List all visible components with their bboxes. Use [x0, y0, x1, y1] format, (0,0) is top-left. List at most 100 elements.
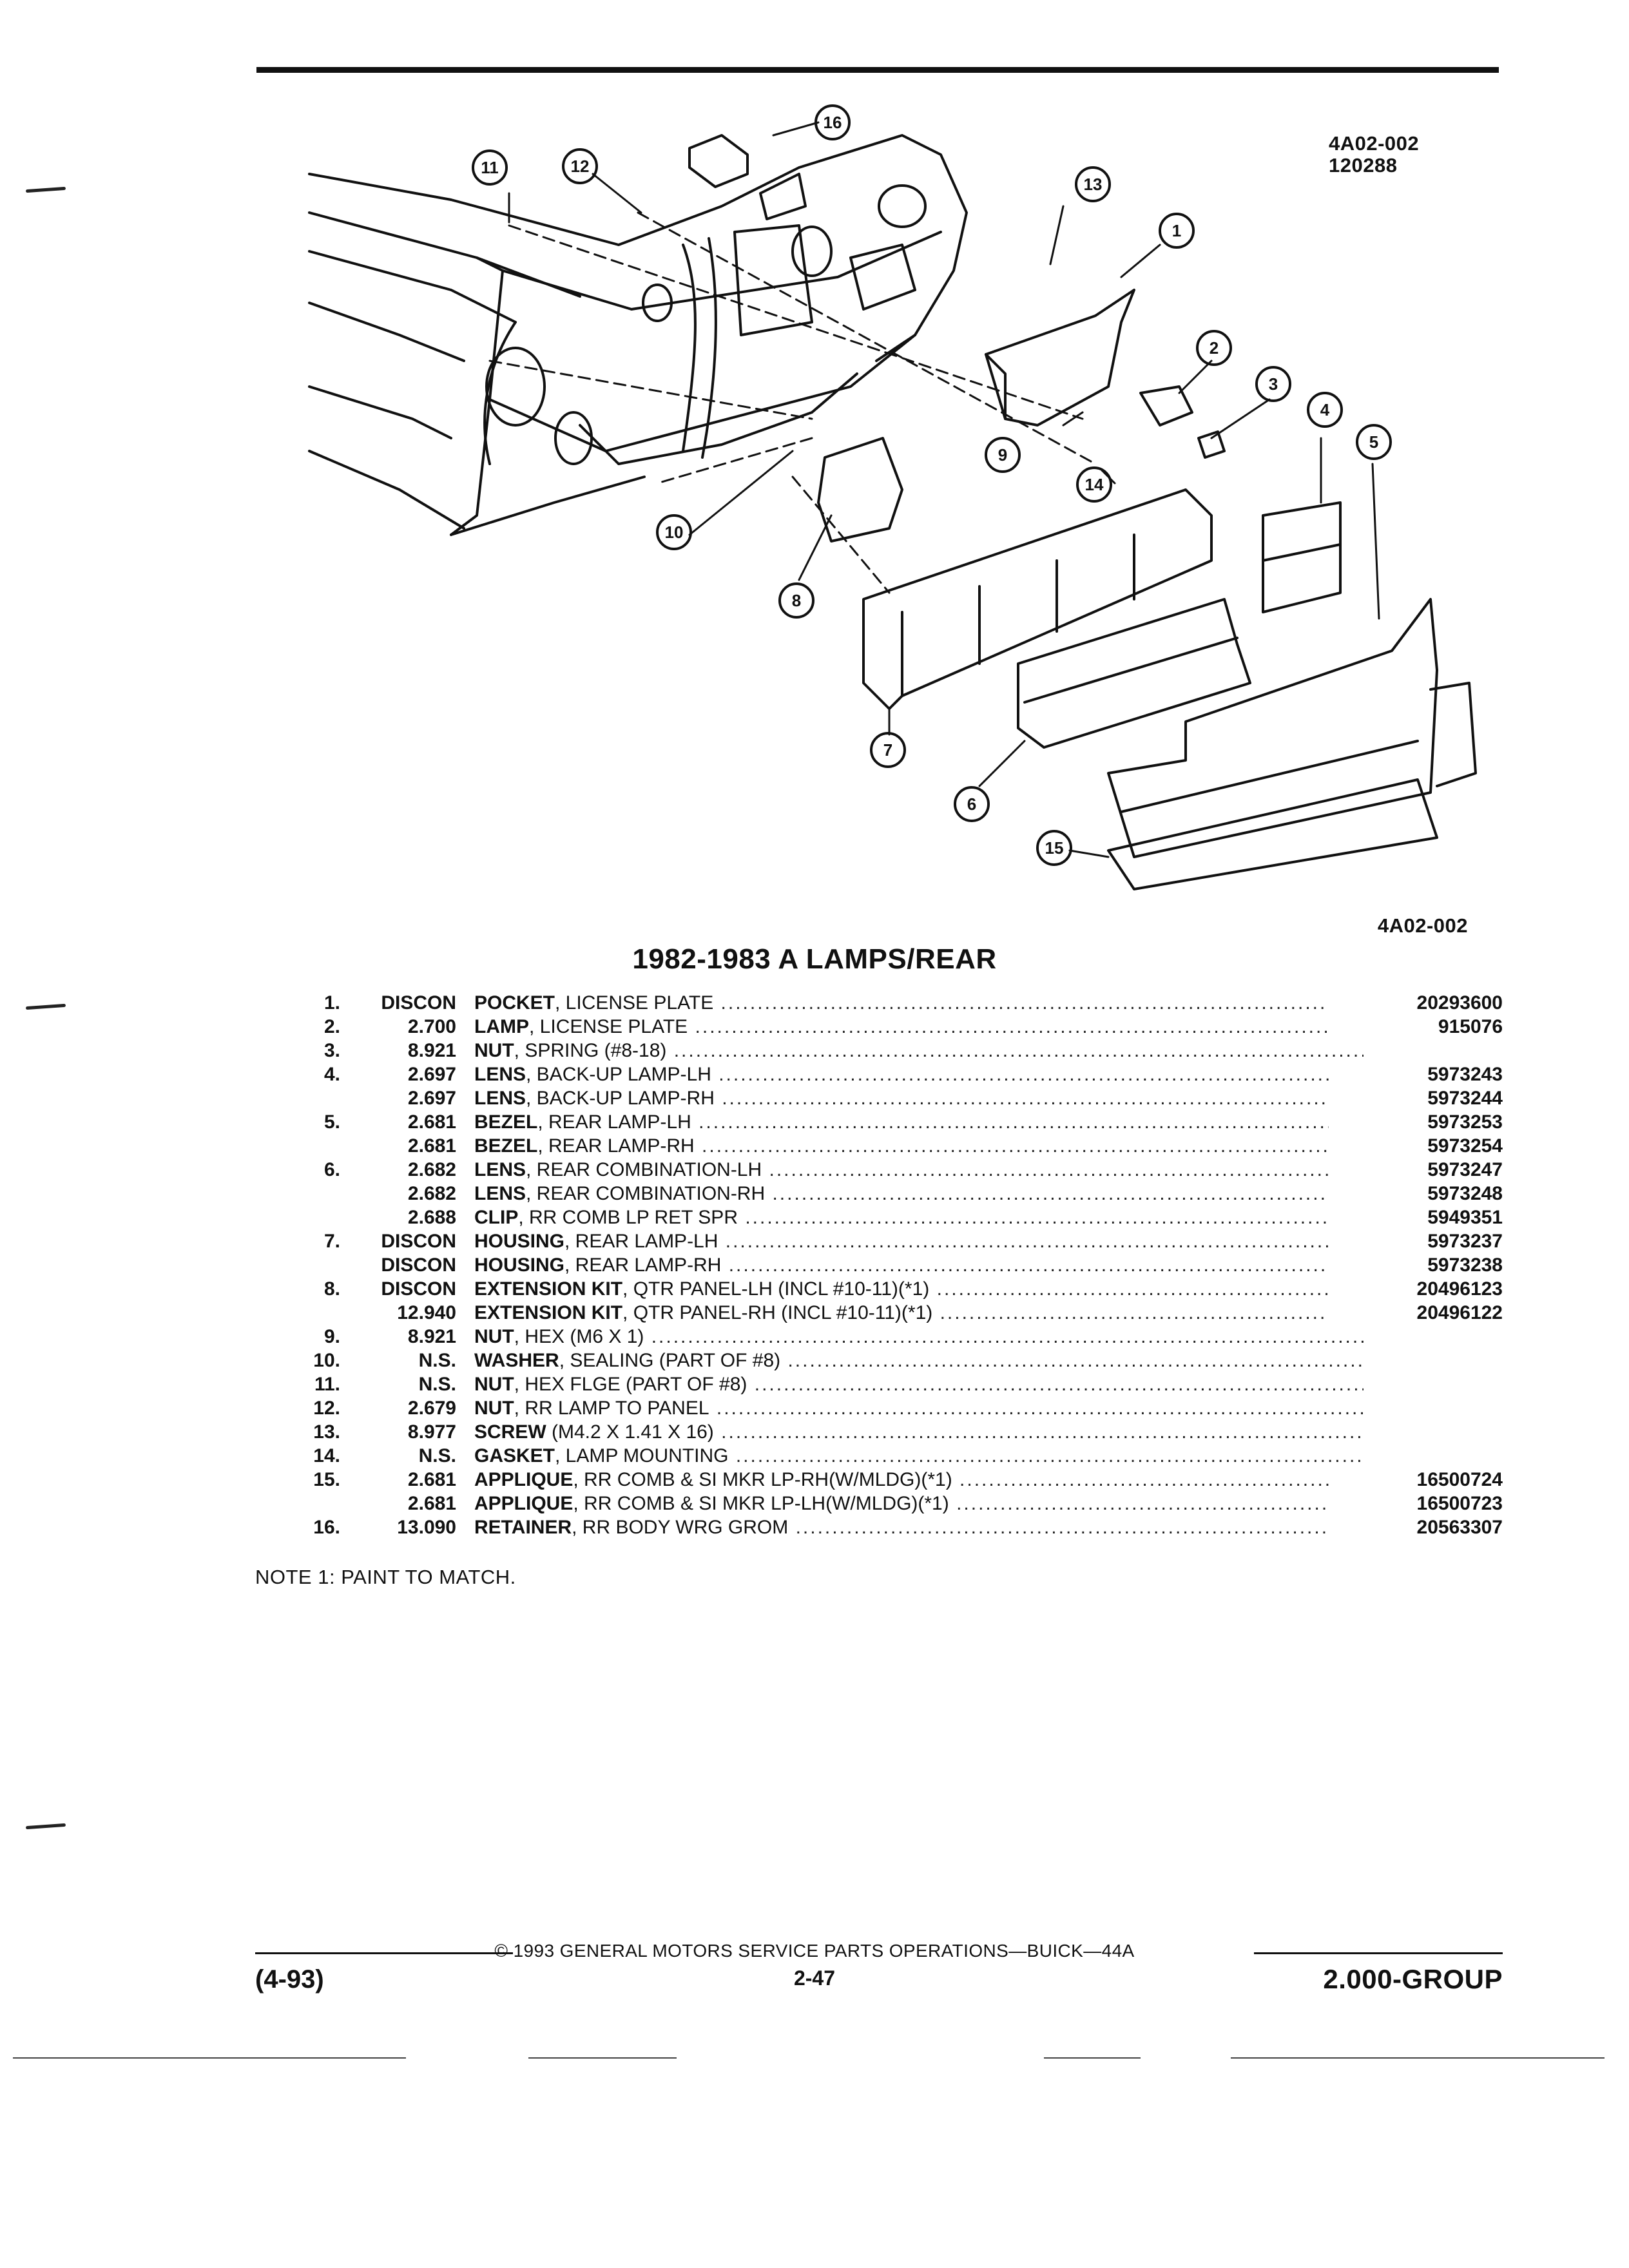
- figure-code-bottom: 4A02-002: [1377, 914, 1468, 937]
- part-detail: , BACK-UP LAMP-RH: [526, 1088, 715, 1109]
- group-number: 2.697: [407, 1064, 456, 1085]
- part-number: 5973253: [1329, 1110, 1503, 1134]
- license-pocket-part-1: [985, 289, 1135, 427]
- bottom-rule: [13, 2057, 406, 2059]
- callout-7: 7: [883, 740, 892, 760]
- group-number: 8.921: [407, 1040, 456, 1061]
- part-number: 915076: [1329, 1015, 1503, 1039]
- item-number: 6.: [323, 1159, 340, 1180]
- part-description: LENS, REAR COMBINATION-LH ..............…: [474, 1158, 1364, 1182]
- dot-leader: ........................................…: [721, 1421, 1364, 1443]
- callout-leaders: [508, 121, 1380, 858]
- dot-leader: ........................................…: [769, 1159, 1364, 1180]
- part-detail: , HEX (M6 X 1): [514, 1326, 644, 1347]
- footer-rule-left: [255, 1952, 513, 1954]
- footer-rule-right: [1254, 1952, 1503, 1954]
- part-description: WASHER, SEALING (PART OF #8) ...........…: [474, 1349, 1364, 1372]
- item-number: 9.: [323, 1326, 340, 1347]
- dot-leader: ........................................…: [787, 1350, 1364, 1371]
- top-rule: [256, 67, 1499, 73]
- part-name: HOUSING: [474, 1231, 565, 1252]
- dot-leader: ........................................…: [754, 1374, 1364, 1395]
- parts-list-title: 1982-1983 A LAMPS/REAR: [632, 943, 997, 975]
- group-number: 2.681: [407, 1469, 456, 1490]
- part-number: 5973237: [1329, 1229, 1503, 1253]
- item-number: 16.: [313, 1517, 340, 1538]
- part-detail: , SPRING (#8-18): [514, 1040, 667, 1061]
- part-name: BEZEL: [474, 1135, 538, 1157]
- part-detail: , SEALING (PART OF #8): [559, 1350, 781, 1371]
- group-number: DISCON: [381, 1254, 456, 1276]
- part-number: 5973248: [1329, 1182, 1503, 1206]
- part-description: NUT, HEX FLGE (PART OF #8) .............…: [474, 1372, 1364, 1396]
- part-detail: , RR COMB & SI MKR LP-LH(W/MLDG)(*1): [573, 1493, 949, 1514]
- part-name: WASHER: [474, 1350, 559, 1371]
- group-number: 8.921: [407, 1326, 456, 1347]
- group-number: 2.688: [407, 1207, 456, 1228]
- part-detail: , QTR PANEL-RH (INCL #10-11)(*1): [622, 1302, 933, 1323]
- group-number: 2.679: [407, 1398, 456, 1419]
- group-number: 12.940: [397, 1302, 456, 1323]
- item-number: 4.: [323, 1064, 340, 1085]
- part-description: BEZEL, REAR LAMP-RH ....................…: [474, 1134, 1364, 1158]
- dot-leader: ........................................…: [940, 1302, 1364, 1323]
- part-name: GASKET: [474, 1445, 555, 1466]
- dot-leader: ........................................…: [745, 1207, 1364, 1228]
- part-number: 5973247: [1329, 1158, 1503, 1182]
- part-detail: (M4.2 X 1.41 X 16): [546, 1421, 714, 1443]
- item-number: 7.: [323, 1231, 340, 1252]
- dot-leader: ........................................…: [772, 1183, 1364, 1204]
- part-description: CLIP, RR COMB LP RET SPR ...............…: [474, 1206, 1364, 1229]
- callout-1: 1: [1172, 221, 1181, 240]
- callout-15: 15: [1045, 838, 1064, 858]
- group-number: DISCON: [381, 1278, 456, 1300]
- bottom-rule: [528, 2057, 677, 2059]
- dot-leader: ........................................…: [673, 1040, 1364, 1061]
- copyright-line: © 1993 GENERAL MOTORS SERVICE PARTS OPER…: [494, 1941, 1135, 1961]
- callout-13: 13: [1084, 175, 1103, 194]
- page-number: 2-47: [793, 1966, 836, 1990]
- dot-leader: ........................................…: [716, 1398, 1364, 1419]
- part-name: EXTENSION KIT: [474, 1302, 623, 1323]
- item-number: 11.: [314, 1374, 340, 1395]
- applique-part-15: [1107, 778, 1438, 890]
- part-number: 20496123: [1329, 1277, 1503, 1301]
- group-number: DISCON: [381, 992, 456, 1014]
- combination-lens-part-6: [1017, 598, 1251, 749]
- callout-10: 10: [665, 523, 684, 542]
- part-description: LENS, REAR COMBINATION-RH ..............…: [474, 1182, 1364, 1206]
- part-description: LAMP, LICENSE PLATE ....................…: [474, 1015, 1364, 1039]
- item-number: 13.: [313, 1421, 340, 1443]
- part-detail: , RR BODY WRG GROM: [572, 1517, 789, 1538]
- part-number: 5949351: [1329, 1206, 1503, 1229]
- dot-leader: ........................................…: [725, 1231, 1364, 1252]
- group-number: 2.681: [407, 1493, 456, 1514]
- item-number: 10.: [313, 1350, 340, 1371]
- dot-leader: ........................................…: [695, 1016, 1364, 1037]
- part-description: RETAINER, RR BODY WRG GROM .............…: [474, 1515, 1364, 1539]
- callout-circles: [472, 104, 1392, 866]
- part-detail: , RR LAMP TO PANEL: [514, 1398, 709, 1419]
- assembly-leader-lines: [488, 211, 1097, 594]
- margin-mark: [25, 186, 66, 193]
- figure-date: 120288: [1329, 154, 1398, 177]
- group-number: 13.090: [397, 1517, 456, 1538]
- part-name: NUT: [474, 1374, 514, 1395]
- part-detail: , REAR LAMP-RH: [537, 1135, 695, 1157]
- item-number: 2.: [323, 1016, 340, 1037]
- part-name: CLIP: [474, 1207, 519, 1228]
- part-description: NUT, RR LAMP TO PANEL ..................…: [474, 1396, 1364, 1420]
- part-number: 20496122: [1329, 1301, 1503, 1325]
- part-name: NUT: [474, 1398, 514, 1419]
- part-number: 5973243: [1329, 1062, 1503, 1086]
